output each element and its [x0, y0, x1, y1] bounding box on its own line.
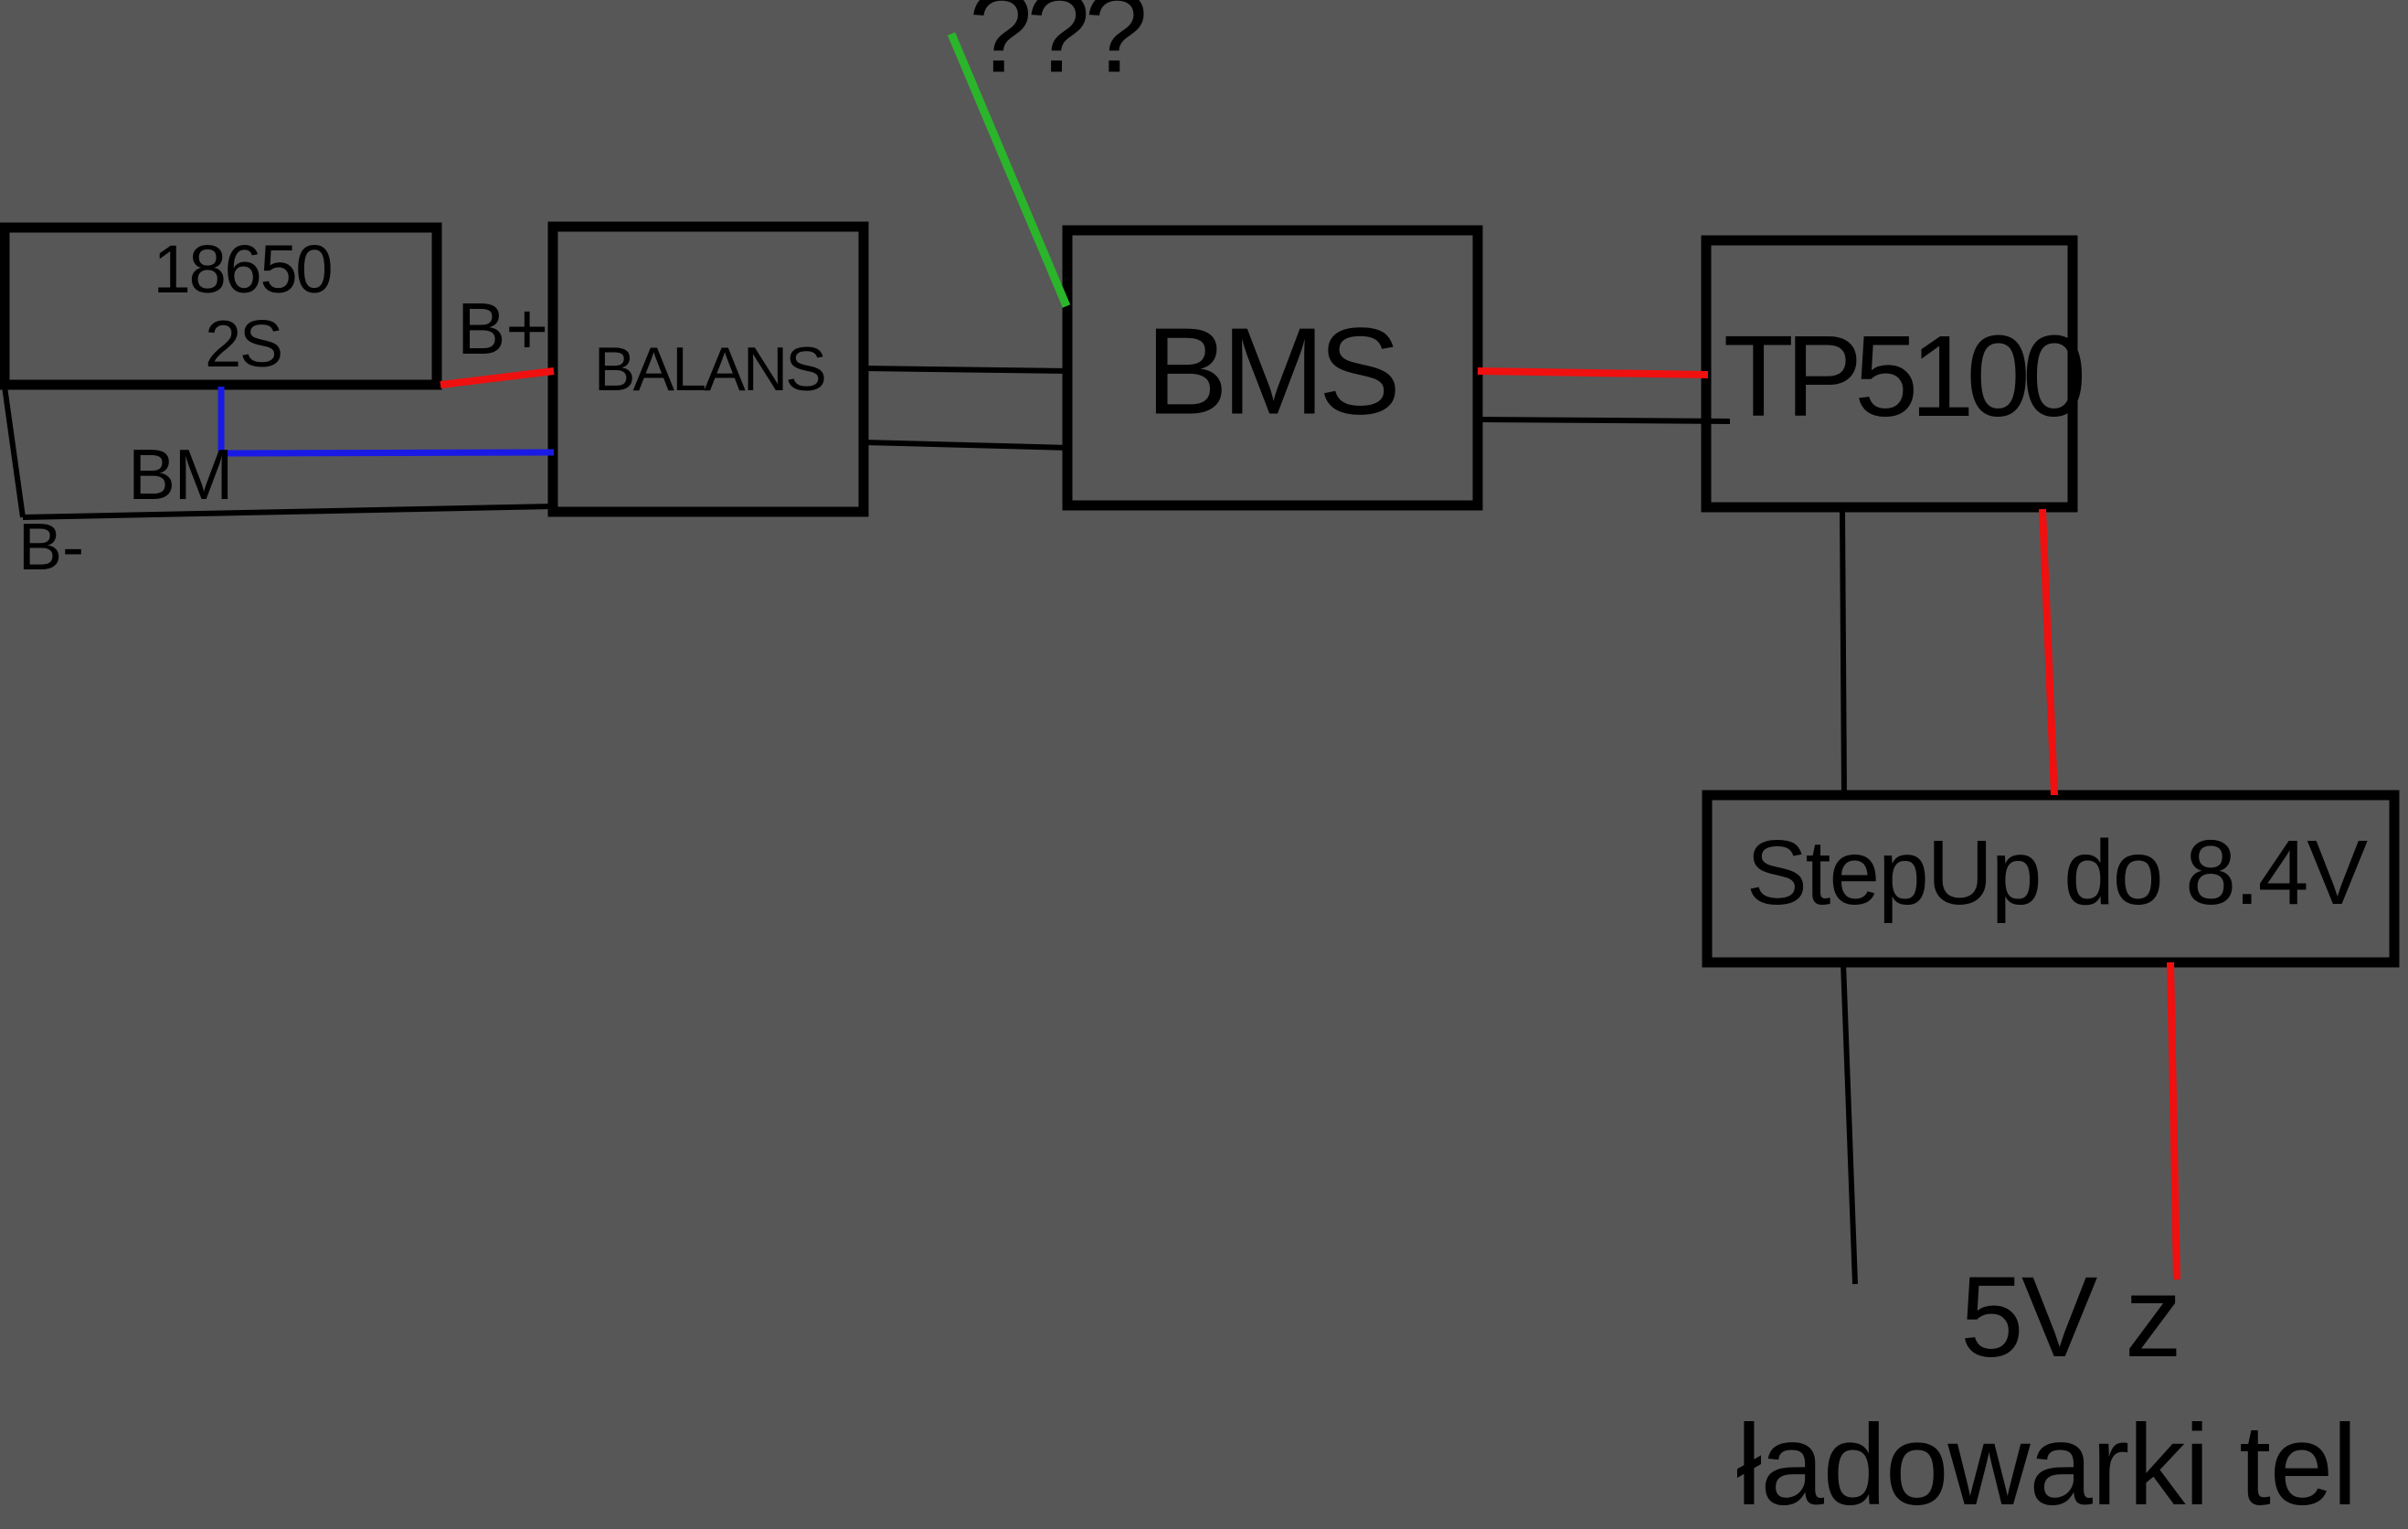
bm-wire-horizontal	[217, 449, 555, 457]
tp5100-stepup-black-wire	[1840, 507, 1847, 796]
bm-label: BM	[128, 434, 233, 515]
unknown-wire-label: ???	[969, 0, 1148, 97]
battery-label-line1: 18650	[153, 231, 334, 307]
b-minus-label: B-	[18, 511, 84, 584]
stepup-output-red-wire	[2167, 961, 2180, 1280]
stepup-label: StepUp do 8.4V	[1745, 822, 2368, 924]
output-label-line1: 5V z	[1960, 1254, 2182, 1381]
battery-left-slant-wire	[2, 386, 26, 518]
battery-box-outline	[0, 222, 442, 390]
bms-tp5100-red-wire	[1477, 367, 1709, 378]
balans-bms-upper-wire	[863, 366, 1070, 374]
bms-box-outline	[1062, 225, 1483, 511]
b-plus-wire	[440, 367, 555, 388]
unknown-green-wire	[947, 32, 1071, 308]
b-minus-wire	[22, 504, 555, 520]
battery-label-line2: 2S	[205, 308, 283, 381]
tp5100-stepup-red-wire	[2039, 508, 2058, 796]
output-label-line2: ładowarki tel	[1736, 1402, 2358, 1529]
bms-label: BMS	[1145, 302, 1401, 441]
balans-bms-lower-wire	[863, 440, 1070, 451]
b-plus-label: B+	[457, 288, 549, 369]
balans-label: BALANS	[593, 334, 827, 404]
stepup-output-black-wire	[1840, 961, 1858, 1285]
tp5100-label: TP5100	[1723, 312, 2086, 441]
bms-tp5100-black-wire	[1477, 417, 1731, 424]
